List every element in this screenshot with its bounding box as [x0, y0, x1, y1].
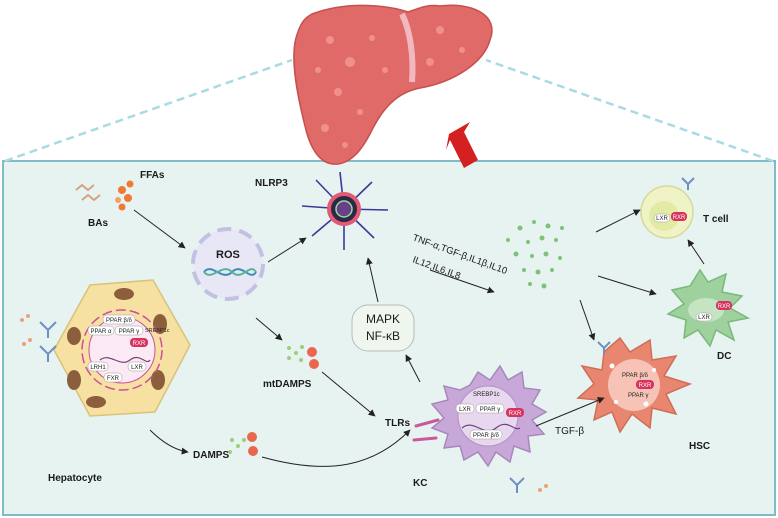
hep-ppar-g: PPAR γ [119, 329, 140, 335]
arrow-hepatocyte-to-damps [149, 429, 189, 455]
tlr-receptors-icon [412, 418, 440, 442]
ffas-label: FFAs [140, 170, 165, 181]
dendritic-cell: RXR LXR [666, 268, 751, 348]
kc-srebp1c: SREBP1c [473, 392, 500, 398]
hepatocyte-membrane-receptor-icon [39, 321, 57, 362]
kc-label: KC [413, 478, 427, 489]
kc-ligand-icon [509, 477, 548, 493]
ros-vesicle [191, 227, 265, 301]
ffas-bas-molecules [75, 180, 134, 211]
hep-lxr: LXR [131, 365, 143, 371]
hepatocyte-label: Hepatocyte [48, 473, 102, 484]
hepatocyte-receptors: PPAR β/δ PPAR α PPAR γ SREBP1c RXR LRH1 … [87, 314, 170, 383]
kc-receptors: SREBP1c LXR PPAR γ RXR PPAR β/δ [455, 392, 524, 440]
tgfb-label: TGF-β [555, 426, 584, 437]
arrow-kc-to-hsc [535, 397, 605, 427]
hep-rxr: RXR [133, 341, 146, 347]
hep-fxr: FXR [107, 376, 120, 382]
arrow-ros-to-mtdamps [255, 317, 283, 341]
t-cell: LXR RXR [640, 177, 695, 239]
cytokine-dots [506, 220, 564, 289]
arrow-dc-to-tcell [687, 239, 705, 265]
ros-label: ROS [216, 249, 240, 261]
mapk-nfkb-box [351, 304, 415, 352]
zoom-line-right [485, 58, 774, 163]
arrow-dots-to-tcell [595, 209, 641, 233]
nfkb-label: NF-κB [366, 329, 400, 343]
dc-lxr: LXR [698, 315, 710, 321]
damps-label: DAMPS [193, 450, 229, 461]
tcell-label: T cell [703, 214, 729, 225]
kc-ppar-bd: PPAR β/δ [473, 433, 500, 439]
hep-ppar-a: PPAR α [90, 329, 112, 335]
tcell-rxr: RXR [673, 215, 686, 221]
kupffer-cell [430, 364, 548, 468]
arrow-kc-to-mapk [405, 354, 421, 383]
kc-rxr: RXR [509, 411, 522, 417]
kc-lxr: LXR [459, 407, 471, 413]
pathway-arrows [133, 209, 705, 467]
arrow-dots-to-hsc [579, 299, 596, 341]
arrow-damps-to-tlrs [261, 429, 411, 467]
tcell-lxr: LXR [656, 216, 668, 222]
mtdamps-label: mtDAMPS [263, 379, 312, 390]
tlrs-label: TLRs [385, 418, 410, 429]
mapk-label: MAPK [366, 312, 400, 326]
kc-ppar-g: PPAR γ [480, 407, 501, 413]
bas-label: BAs [88, 218, 108, 229]
hep-ppar-bd: PPAR β/δ [106, 318, 133, 324]
mtdamps-molecules [287, 345, 319, 369]
arrow-mtdamps-to-tlrs [321, 371, 376, 417]
arrow-bas-to-ros [133, 209, 186, 249]
arrow-mapk-to-nlrp3 [365, 257, 379, 303]
hep-lrh1: LRH1 [90, 365, 106, 371]
upward-arrow [446, 122, 478, 168]
hepatic-stellate-cell: PPAR β/δ RXR PPAR γ [576, 336, 693, 434]
hepatocyte-ligand-icon [20, 314, 32, 346]
dc-label: DC [717, 351, 731, 362]
hsc-label: HSC [689, 441, 710, 452]
hep-srebp1c: SREBP1c [145, 328, 170, 334]
arrow-dots-to-dc [597, 275, 657, 296]
hsc-ppar-g: PPAR γ [628, 393, 649, 399]
dc-rxr: RXR [718, 304, 731, 310]
nlrp3-label: NLRP3 [255, 178, 288, 189]
arrow-cytokines-to-dots [429, 269, 495, 294]
hsc-ppar-bd: PPAR β/δ [622, 373, 649, 379]
hsc-rxr: RXR [639, 383, 652, 389]
zoom-line-left [4, 58, 293, 163]
arrow-ros-to-nlrp3 [267, 237, 307, 263]
liver-illustration [293, 4, 493, 165]
damps-molecules [228, 432, 258, 456]
